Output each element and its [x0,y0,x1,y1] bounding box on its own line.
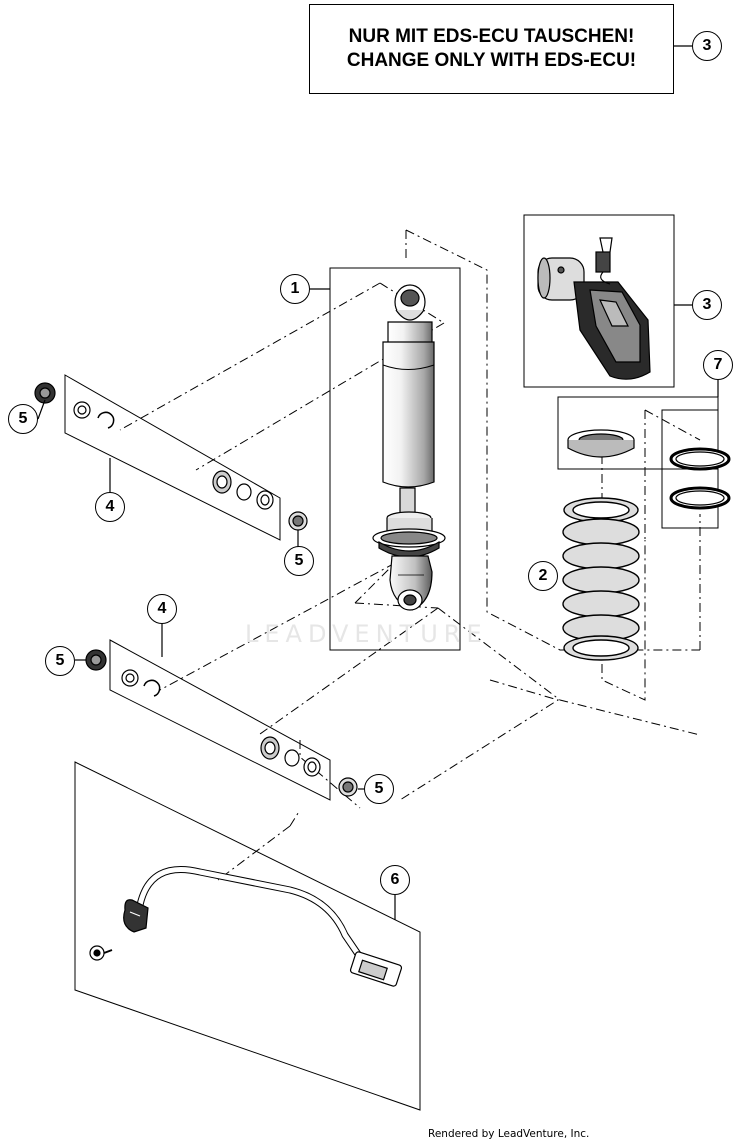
group-frame-washers-inner [661,409,719,529]
callout-4-upper[interactable]: 4 [95,492,125,522]
callout-5-lower-right[interactable]: 5 [364,774,394,804]
lower-bearing-parts [85,649,358,797]
callout-3-notice[interactable]: 3 [692,31,722,61]
notice-line-german: NUR MIT EDS-ECU TAUSCHEN! [348,26,635,47]
group-frame-ecu [523,214,675,388]
upper-bearing-parts [34,382,308,531]
cable-harness [89,865,403,987]
callout-7-washers[interactable]: 7 [703,350,733,380]
footer-credit: Rendered by LeadVenture, Inc. [428,1128,590,1140]
ecu-unit [537,237,651,380]
callout-1-shock-absorber[interactable]: 1 [280,274,310,304]
callout-5-lower-left[interactable]: 5 [45,646,75,676]
eds-ecu-notice: NUR MIT EDS-ECU TAUSCHEN! CHANGE ONLY WI… [309,4,674,94]
group-frame-shock [329,267,461,651]
group-frame-bearing-lower [109,639,331,801]
watermark: LEADVENTURE [245,620,488,648]
notice-line-english: CHANGE ONLY WITH EDS-ECU! [346,50,637,71]
coil-spring [562,497,640,661]
group-frame-harness [74,761,421,1111]
callout-2-spring[interactable]: 2 [528,561,558,591]
callout-5-upper-left[interactable]: 5 [8,404,38,434]
group-frame-bearing-upper [64,374,281,541]
callout-5-upper-right[interactable]: 5 [284,546,314,576]
callout-4-lower[interactable]: 4 [147,594,177,624]
callout-3-ecu[interactable]: 3 [692,290,722,320]
dashed-assembly-lines [119,229,701,881]
shock-absorber [372,284,446,611]
callout-6-cable-harness[interactable]: 6 [380,865,410,895]
spring-washers [567,429,731,510]
leader-5-upper-left [37,399,46,420]
